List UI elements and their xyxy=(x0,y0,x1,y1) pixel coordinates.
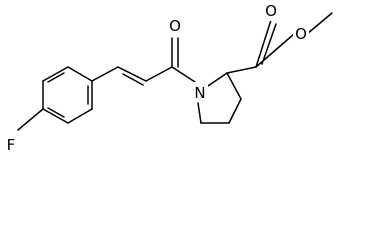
structure-diagram: F O N O O xyxy=(5,2,333,154)
ring-nitrogen-label: N xyxy=(194,84,205,102)
ester-carbonyl-inner-bond xyxy=(261,23,277,65)
aromatic-inner-bond xyxy=(47,72,65,83)
ring-bond xyxy=(42,66,69,82)
ester-single-bond xyxy=(255,33,295,68)
atom-label-ester-carbonyl-o: O xyxy=(263,2,279,21)
aryl-vinyl-bond xyxy=(91,66,119,82)
alkene-inner-bond xyxy=(122,73,144,86)
ring-bond xyxy=(67,66,93,82)
benzene-ring xyxy=(42,66,93,124)
ring-bond xyxy=(67,108,93,124)
atom-label-f: F xyxy=(5,136,18,154)
fluorine-label: F xyxy=(7,136,16,154)
carbonyl-n-bond xyxy=(171,66,196,83)
ester-oxygen-label: O xyxy=(295,25,307,43)
pyrrolidine-ring xyxy=(197,72,242,124)
ring-bond xyxy=(204,72,228,89)
ring-bond xyxy=(228,98,242,124)
alkene-bond xyxy=(117,66,147,82)
vinyl-carbonyl-bond xyxy=(145,66,173,82)
molecule-canvas: F O N O O xyxy=(5,2,333,154)
atom-label-ester-o: O xyxy=(293,24,309,44)
carbonyl-oxygen-label: O xyxy=(169,17,181,35)
aromatic-inner-bond xyxy=(47,107,65,118)
ring-bond xyxy=(197,102,202,124)
ester-carbonyl-bond xyxy=(255,19,272,68)
atom-label-amide-o: O xyxy=(167,16,183,36)
ring-bond xyxy=(42,108,69,124)
atom-label-n: N xyxy=(192,82,208,102)
ester-carbonyl-oxygen-label: O xyxy=(265,2,277,20)
c-f-bond xyxy=(17,108,44,131)
ring-ester-bond xyxy=(226,66,257,74)
ring-bond xyxy=(226,72,242,100)
o-methyl-bond xyxy=(306,12,333,35)
